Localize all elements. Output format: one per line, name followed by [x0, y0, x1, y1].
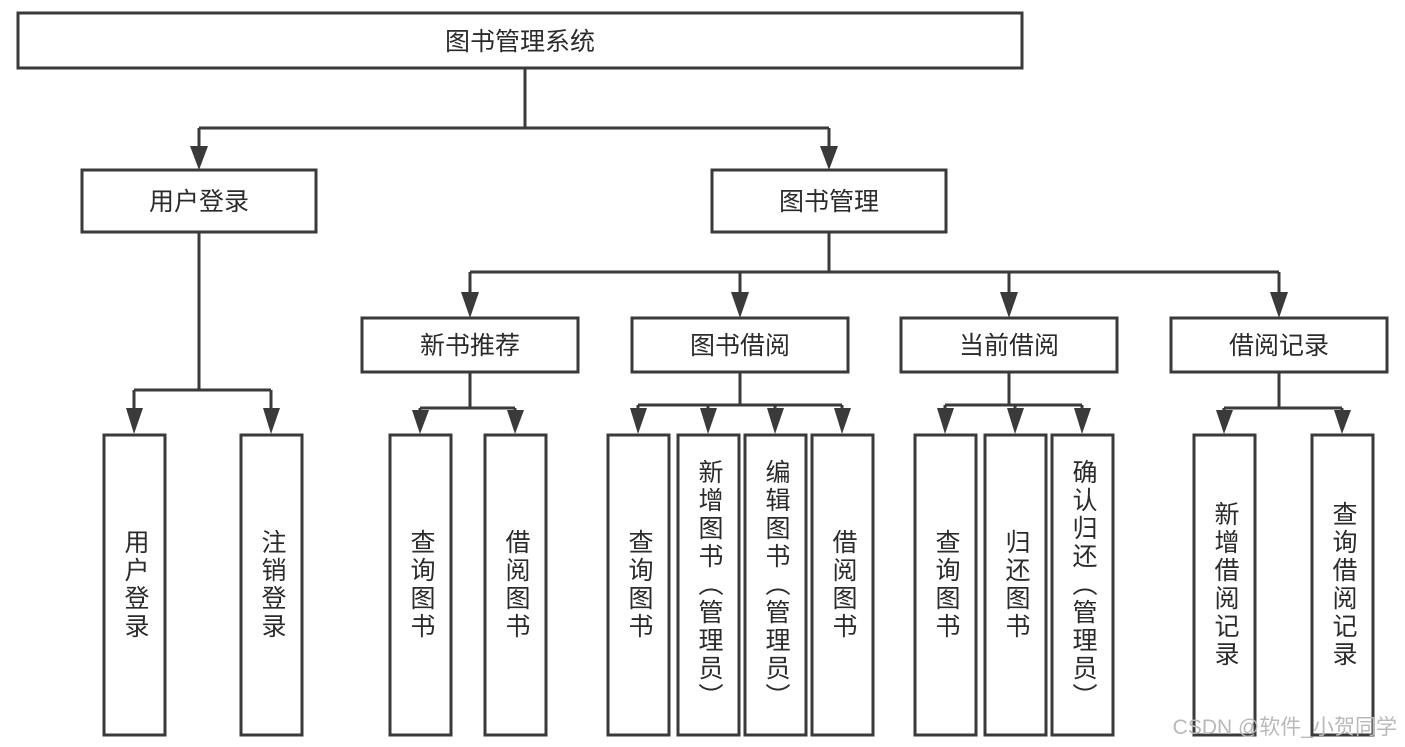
node-new-book-recommend[interactable]: 新书推荐 — [360, 316, 580, 374]
leaf-box-10[interactable] — [983, 433, 1048, 737]
arrow-head-current-borrow — [1000, 292, 1018, 318]
node-book-manage[interactable]: 图书管理 — [710, 168, 948, 234]
arrow-head-user-login — [190, 146, 208, 170]
leaf-box-9[interactable] — [913, 433, 978, 737]
node-root-label: 图书管理系统 — [445, 28, 595, 56]
arrow-head-leaf-11 — [1074, 408, 1091, 434]
node-current-borrow-label: 当前借阅 — [959, 332, 1059, 360]
node-current-borrow[interactable]: 当前借阅 — [899, 316, 1119, 374]
arrow-head-borrow-record — [1270, 292, 1288, 318]
leaf-box-11[interactable] — [1050, 433, 1115, 737]
arrow-head-leaf-9 — [937, 408, 954, 434]
connector-group-currentborrow-to-leaves — [937, 372, 1091, 434]
node-borrow-record[interactable]: 借阅记录 — [1169, 316, 1389, 374]
node-root[interactable]: 图书管理系统 — [16, 11, 1024, 70]
leaf-box-group — [102, 433, 1375, 737]
node-new-book-recommend-label: 新书推荐 — [420, 332, 520, 360]
arrow-head-leaf-13 — [1334, 410, 1351, 434]
leaf-box-2[interactable] — [239, 433, 304, 737]
node-book-manage-label: 图书管理 — [779, 188, 879, 216]
node-root-box[interactable] — [16, 11, 1024, 70]
leaf-box-13[interactable] — [1310, 433, 1375, 737]
leaf-box-1[interactable] — [102, 433, 167, 737]
node-book-borrow[interactable]: 图书借阅 — [630, 316, 850, 374]
leaf-box-4[interactable] — [483, 433, 548, 737]
arrow-head-leaf-1 — [126, 408, 143, 434]
leaf-box-3[interactable] — [388, 433, 453, 737]
leaf-box-12[interactable] — [1192, 433, 1257, 737]
connector-group-bookmanage-to-level3 — [461, 232, 1288, 318]
leaf-box-5[interactable] — [606, 433, 671, 737]
node-borrow-record-box[interactable] — [1169, 316, 1389, 374]
arrow-head-book-manage — [820, 146, 838, 170]
connector-group-userlogin-to-leaves — [126, 232, 280, 434]
arrow-head-leaf-3 — [412, 410, 429, 434]
connector-group-newbook-to-leaves — [412, 372, 524, 434]
node-current-borrow-box[interactable] — [899, 316, 1119, 374]
node-user-login-label: 用户登录 — [149, 188, 249, 216]
arrow-head-leaf-7 — [767, 408, 784, 434]
arrow-head-leaf-8 — [834, 408, 851, 434]
leaf-box-7[interactable] — [743, 433, 808, 737]
connector-group-root-to-level2 — [190, 68, 838, 170]
node-borrow-record-label: 借阅记录 — [1229, 332, 1329, 360]
node-user-login[interactable]: 用户登录 — [80, 168, 318, 234]
arrow-head-leaf-2 — [263, 408, 280, 434]
arrow-head-borrow-book — [731, 292, 749, 318]
arrow-head-new-book — [461, 292, 479, 318]
node-book-borrow-label: 图书借阅 — [690, 332, 790, 360]
node-user-login-box[interactable] — [80, 168, 318, 234]
arrow-head-leaf-6 — [700, 408, 717, 434]
leaf-box-6[interactable] — [676, 433, 741, 737]
leaf-box-8[interactable] — [810, 433, 875, 737]
node-book-manage-box[interactable] — [710, 168, 948, 234]
node-new-book-recommend-box[interactable] — [360, 316, 580, 374]
arrow-head-leaf-4 — [507, 410, 524, 434]
arrow-head-leaf-10 — [1007, 408, 1024, 434]
connector-group-borrowrecord-to-leaves — [1216, 372, 1351, 434]
arrow-head-leaf-5 — [630, 408, 647, 434]
arrow-head-leaf-12 — [1216, 410, 1233, 434]
connector-group-borrowbook-to-leaves — [630, 372, 851, 434]
node-book-borrow-box[interactable] — [630, 316, 850, 374]
